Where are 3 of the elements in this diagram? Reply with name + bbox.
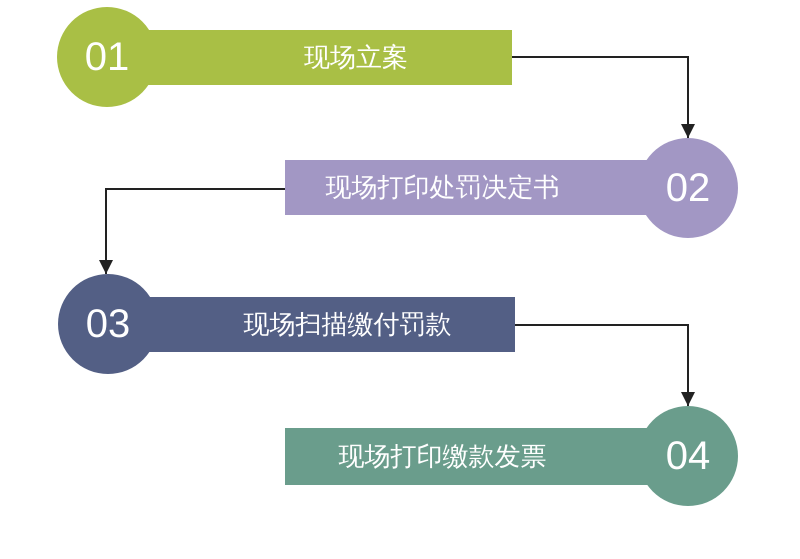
arrow [512,56,695,138]
arrow [515,324,695,406]
arrow [99,188,285,274]
